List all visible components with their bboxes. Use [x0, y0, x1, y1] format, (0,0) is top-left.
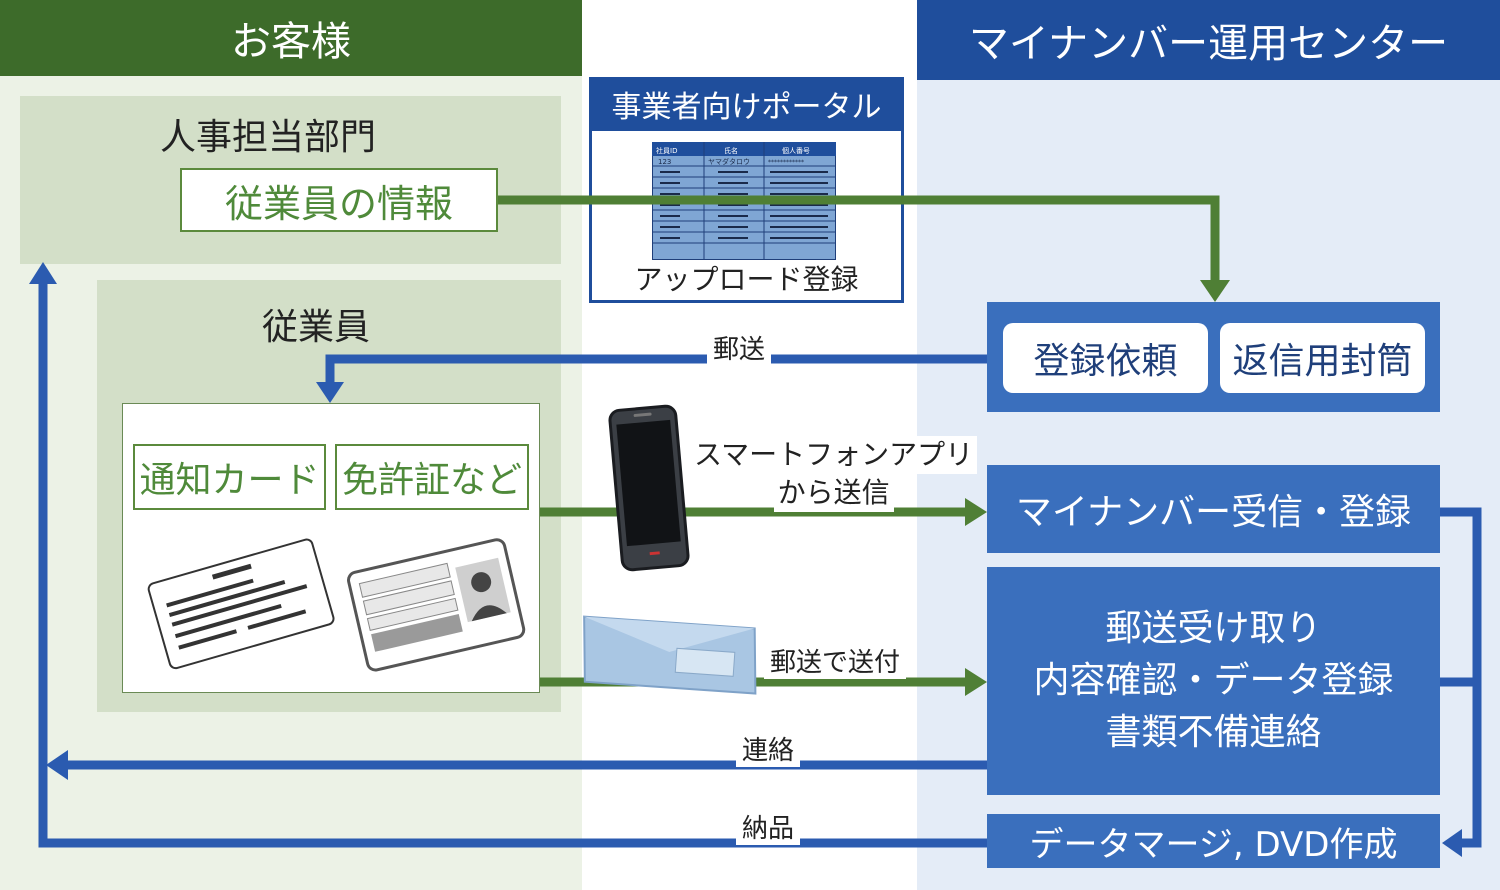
table-header-number: 個人番号	[782, 146, 810, 155]
employees-label: 従業員	[262, 298, 370, 350]
center-title: マイナンバー運用センター	[969, 11, 1448, 69]
envelope-label: 返信用封筒	[1232, 332, 1412, 384]
notification-card-illustration	[140, 525, 340, 675]
table-header-name: 氏名	[724, 146, 738, 155]
deliver-arrow-label: 納品	[736, 808, 800, 845]
request-label: 登録依頼	[1033, 332, 1177, 384]
employee-info-label: 従業員の情報	[225, 173, 453, 228]
table-header-id: 社員ID	[656, 146, 677, 155]
envelope-icon	[570, 592, 770, 704]
request-box: 登録依頼	[1003, 323, 1208, 393]
receive-register-box: マイナンバー受信・登録	[987, 465, 1440, 553]
merge-label: データマージ, DVD作成	[1030, 817, 1398, 866]
mail-processing-box: 郵送受け取り 内容確認・データ登録 書類不備連絡	[987, 567, 1440, 795]
center-header: マイナンバー運用センター	[917, 0, 1500, 80]
license-box: 免許証など	[335, 444, 529, 510]
portal-title: 事業者向けポータル	[612, 82, 882, 126]
license-illustration	[340, 525, 530, 675]
table-cell-name: ヤマダタロウ	[708, 157, 750, 166]
customer-title: お客様	[231, 9, 351, 67]
customer-header: お客様	[0, 0, 582, 76]
receive-register-label: マイナンバー受信・登録	[1016, 483, 1411, 535]
table-cell-id: 123	[658, 158, 671, 166]
notification-card-box: 通知カード	[133, 444, 326, 510]
smartphone-icon	[608, 404, 690, 572]
table-cell-number: ************	[768, 159, 804, 166]
hr-dept-label: 人事担当部門	[160, 108, 376, 160]
mail-arrow-label: 郵送	[707, 329, 771, 366]
contact-arrow-label: 連絡	[736, 730, 800, 767]
employee-info-box: 従業員の情報	[180, 168, 498, 232]
app-send-label-line-1: スマートフォンアプリ	[690, 436, 977, 474]
mail-processing-line-1: 郵送受け取り	[1105, 603, 1321, 655]
portal-table-icon: 社員ID 氏名 個人番号 123 ヤマダタロウ ************	[652, 142, 836, 260]
envelope-box: 返信用封筒	[1220, 323, 1425, 393]
mail-processing-line-2: 内容確認・データ登録	[1033, 655, 1393, 707]
post-send-label: 郵送で送付	[764, 642, 906, 679]
portal-upload-label: アップロード登録	[589, 258, 904, 298]
portal-header: 事業者向けポータル	[589, 77, 904, 131]
mail-processing-line-3: 書類不備連絡	[1105, 707, 1321, 759]
notification-card-label: 通知カード	[139, 451, 319, 503]
merge-box: データマージ, DVD作成	[987, 814, 1440, 868]
app-send-label: スマートフォンアプリ から送信	[690, 436, 977, 512]
app-send-label-line-2: から送信	[774, 474, 894, 512]
license-label: 免許証など	[342, 451, 522, 503]
